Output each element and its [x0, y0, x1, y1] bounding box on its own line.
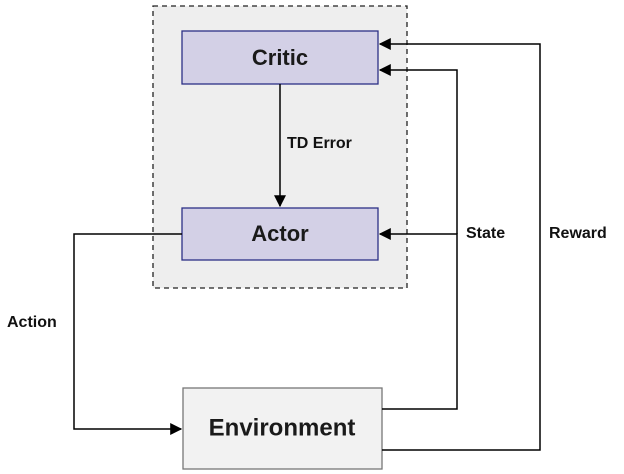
- environment-node: Environment: [182, 387, 383, 470]
- reward-arrow: [378, 38, 541, 451]
- critic-node: Critic: [181, 30, 379, 85]
- state-label: State: [466, 225, 505, 242]
- actor-node: Actor: [181, 207, 379, 261]
- actor-label: Actor: [251, 221, 309, 246]
- state-arrow-to-critic: [378, 64, 458, 234]
- state-arrow-to-actor: [378, 228, 458, 410]
- critic-label: Critic: [252, 45, 308, 70]
- td-error-label: TD Error: [287, 135, 352, 152]
- environment-label: Environment: [209, 414, 356, 441]
- reward-label: Reward: [549, 225, 607, 242]
- action-label: Action: [7, 314, 57, 331]
- action-arrow: [73, 233, 183, 435]
